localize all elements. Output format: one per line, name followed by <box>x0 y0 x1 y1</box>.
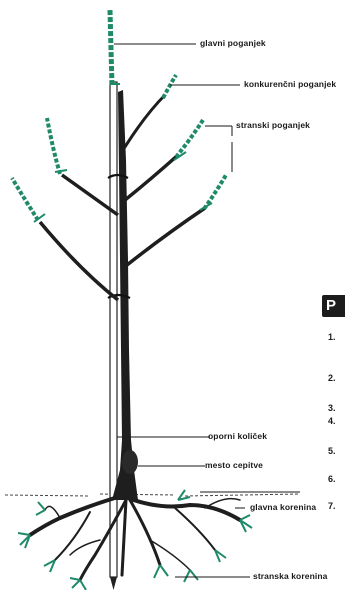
label-support-stake: oporni količek <box>208 431 267 441</box>
competing-shoot-branch <box>123 75 176 150</box>
label-side-root: stranska korenina <box>253 571 327 581</box>
edge-number: 2. <box>328 373 336 383</box>
label-graft-point: mesto cepitve <box>205 460 263 470</box>
root-tips <box>18 490 252 590</box>
edge-number: 6. <box>328 474 336 484</box>
side-branch-upper-left <box>47 118 118 215</box>
edge-number: 5. <box>328 446 336 456</box>
side-branch-upper-right <box>125 120 203 200</box>
ground-line <box>5 494 300 496</box>
edge-number: 4. <box>328 416 336 426</box>
main-shoot <box>110 10 120 85</box>
edge-header-letter: P <box>326 297 336 314</box>
label-side-shoot: stranski poganjek <box>236 120 310 130</box>
side-branch-lower-left <box>12 178 118 300</box>
roots <box>30 495 240 580</box>
support-stake <box>110 82 117 590</box>
label-main-shoot: glavni poganjek <box>200 38 266 48</box>
label-main-root: glavna korenina <box>250 502 316 512</box>
edge-number: 1. <box>328 332 336 342</box>
label-competing-shoot: konkurenčni poganjek <box>244 79 336 89</box>
edge-number: 3. <box>328 403 336 413</box>
edge-number: 7. <box>328 501 336 511</box>
